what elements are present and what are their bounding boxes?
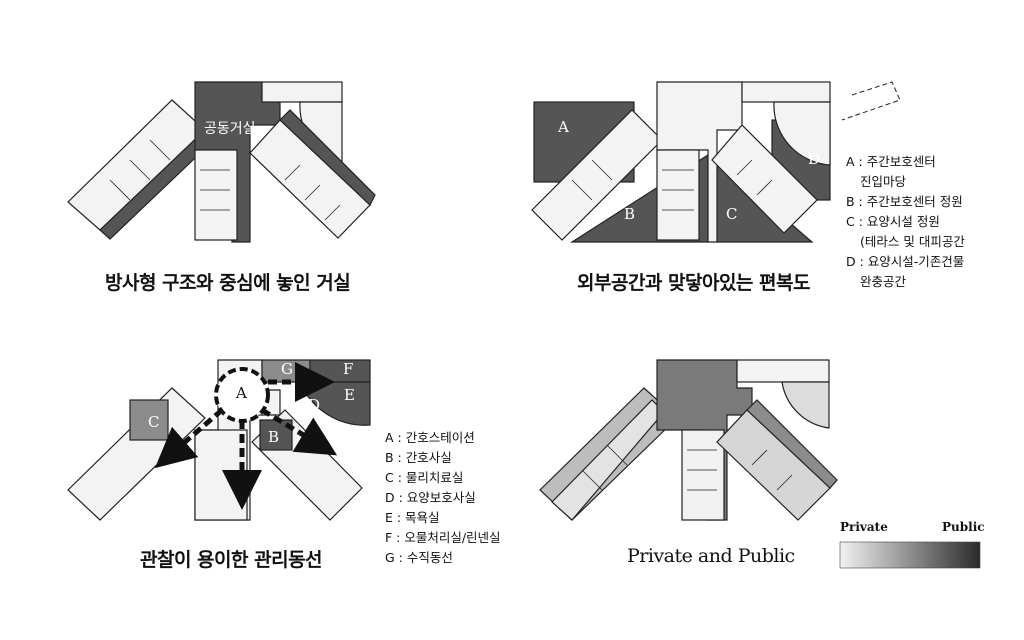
legend-item: B : 주간보호센터 정원 — [846, 194, 963, 209]
zone-d-label: D — [808, 150, 821, 168]
legend-item: 진입마당 — [860, 174, 907, 189]
legend-item: A : 간호스테이션 — [385, 430, 475, 445]
block-top — [736, 359, 830, 383]
zone-c-label: C — [726, 205, 738, 223]
legend-item: G : 수직동선 — [385, 550, 453, 565]
privacy-gradient-bar — [839, 541, 981, 569]
zone-a-label: A — [558, 118, 569, 136]
legend-circulation: A : 간호스테이션 B : 간호사실 C : 물리치료실 D : 요양보호사실… — [385, 428, 501, 568]
flow-arrow-left — [154, 408, 224, 469]
legend-item: (테라스 및 대피공간 — [860, 234, 965, 249]
wing-left-rooms — [551, 399, 665, 521]
wing-right-corridor — [746, 399, 838, 489]
panel-outdoor: A B C D A : 주간보호센터 진입마당 B : 주간보호센터 정원 C … — [512, 0, 1024, 320]
caption-outdoor: 외부공간과 맞닿아있는 편복도 — [577, 272, 810, 294]
panel-circulation: A B C D E F G A : 간호스테이션 B : 간호사실 C : 물리… — [0, 320, 512, 640]
legend-item: D : 요양보호사실 — [385, 490, 476, 505]
existing-building-dashed — [841, 81, 901, 121]
legend-item: C : 물리치료실 — [385, 470, 464, 485]
legend-outdoor: A : 주간보호센터 진입마당 B : 주간보호센터 정원 C : 요양시설 정… — [846, 152, 965, 292]
wing-left — [531, 109, 663, 241]
zone-b-label: B — [268, 428, 280, 446]
caption-radial: 방사형 구조와 중심에 놓인 거실 — [105, 272, 351, 294]
legend-item: 완충공간 — [860, 274, 907, 289]
block-top — [741, 81, 831, 103]
stair-quarter — [781, 381, 830, 429]
plan-radial — [67, 81, 376, 243]
zone-g-label: G — [281, 360, 293, 378]
zone-c-label: C — [148, 413, 160, 431]
wing-middle — [194, 429, 248, 521]
legend-item: B : 간호사실 — [385, 450, 452, 465]
stair-quarter — [773, 101, 831, 166]
panel-privacy: Private Public Private and Public — [512, 320, 1024, 640]
block-top — [261, 81, 343, 103]
caption-privacy: Private and Public — [627, 545, 795, 567]
zone-b-label: B — [624, 205, 636, 223]
legend-item: D : 요양시설-기존건물 — [846, 254, 965, 269]
wing-right — [711, 124, 818, 234]
zone-f-area — [309, 359, 371, 383]
plan-privacy — [539, 359, 981, 569]
panel-radial: 공동거실 방사형 구조와 중심에 놓인 거실 — [0, 0, 512, 320]
plan-outdoor — [531, 81, 901, 243]
legend-item: F : 오물처리실/린넨실 — [385, 530, 501, 545]
wing-middle — [194, 149, 238, 241]
zone-f-label: F — [343, 360, 354, 378]
legend-item: A : 주간보호센터 — [846, 154, 936, 169]
caption-circulation: 관찰이 용이한 관리동선 — [140, 549, 323, 571]
wing-middle — [681, 429, 725, 521]
zone-e-label: E — [344, 386, 355, 404]
zone-d-label: D — [308, 396, 321, 414]
flow-arrow-right — [260, 407, 338, 456]
room-label-common-hall: 공동거실 — [204, 121, 256, 137]
legend-item: C : 요양시설 정원 — [846, 214, 940, 229]
zone-a-label: A — [236, 384, 247, 402]
wing-right-dark — [279, 109, 376, 206]
wing-middle — [656, 149, 700, 241]
plan-circulation — [67, 359, 371, 521]
gradient-label-public: Public — [942, 520, 985, 534]
legend-item: E : 목욕실 — [385, 510, 440, 525]
gradient-label-private: Private — [840, 520, 888, 534]
